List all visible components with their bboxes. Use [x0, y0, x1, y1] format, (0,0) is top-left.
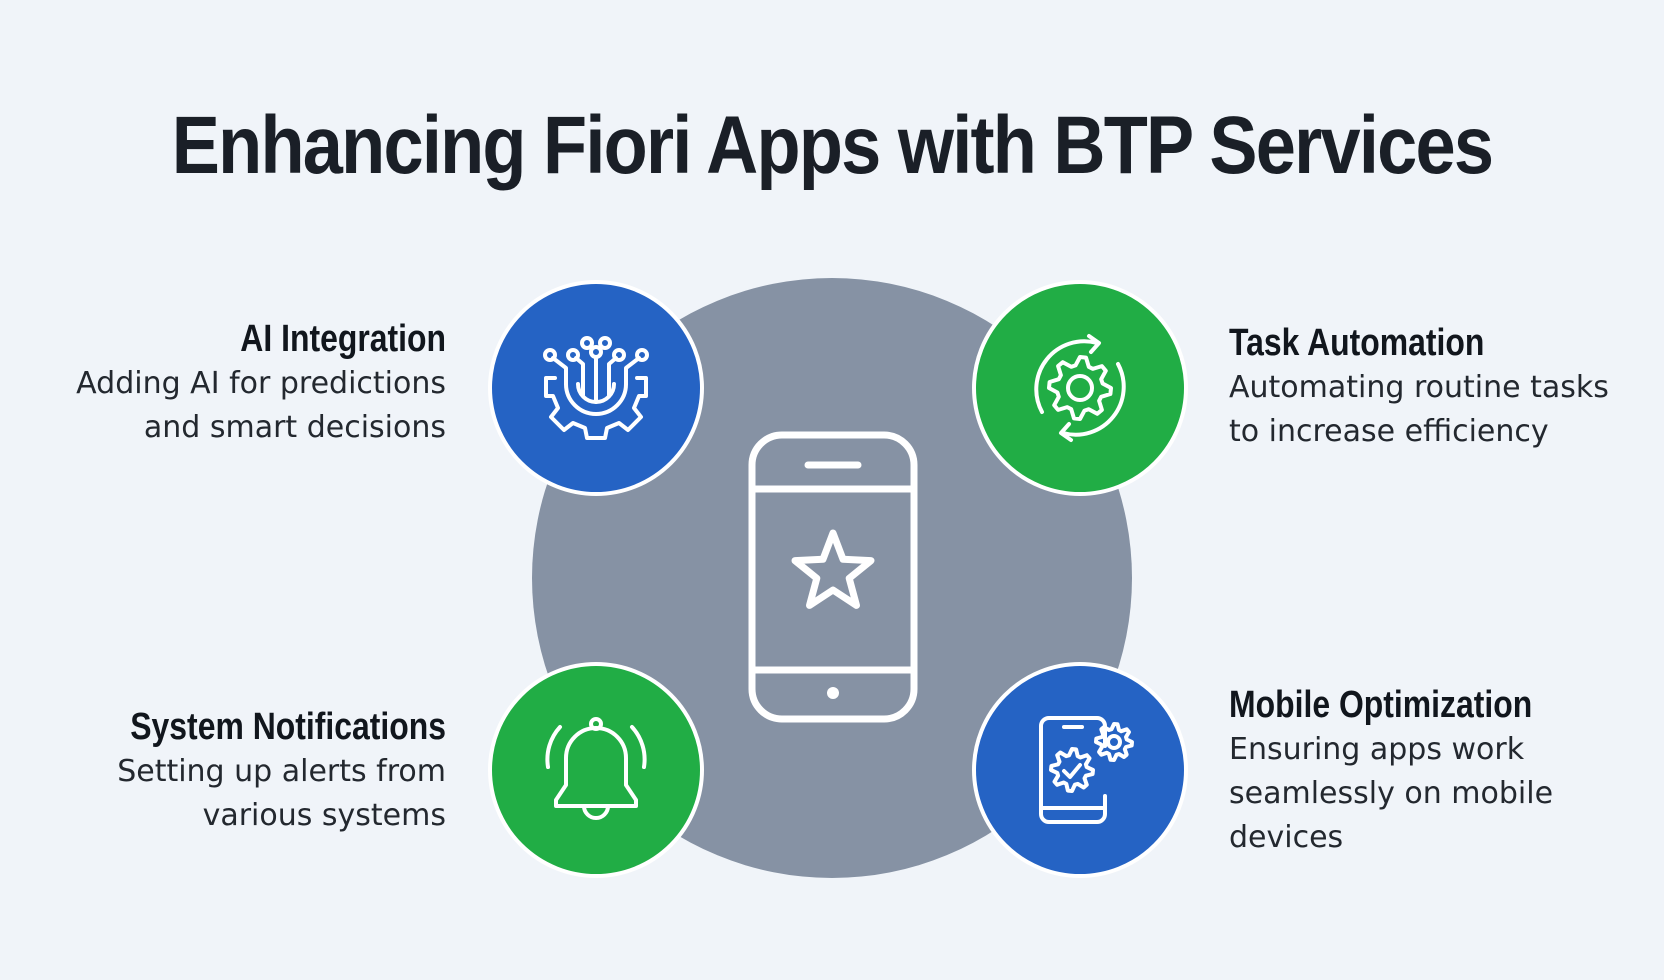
- ai-integration-text: AI Integration Adding AI for predictions…: [26, 316, 446, 450]
- system-notifications-text: System Notifications Setting up alerts f…: [26, 704, 446, 838]
- mobile-optimization-description: Ensuring apps work seamlessly on mobile …: [1229, 732, 1554, 855]
- system-notifications-heading: System Notifications: [130, 706, 446, 748]
- ai-integration-description: Adding AI for predictions and smart deci…: [76, 366, 446, 445]
- mobile-optimization-node: [972, 662, 1188, 878]
- task-automation-heading: Task Automation: [1229, 322, 1485, 364]
- system-notifications-node: [488, 662, 704, 878]
- task-automation-node: [972, 280, 1188, 496]
- task-automation-description: Automating routine tasks to increase eff…: [1229, 370, 1609, 449]
- ai-integration-heading: AI Integration: [240, 318, 446, 360]
- ai-integration-node: [488, 280, 704, 496]
- bell-icon: [545, 717, 647, 820]
- system-notifications-description: Setting up alerts from various systems: [117, 754, 446, 833]
- mobile-optimization-heading: Mobile Optimization: [1229, 684, 1533, 726]
- mobile-optimization-text: Mobile Optimization Ensuring apps work s…: [1229, 682, 1649, 860]
- ai-circuit-gear-icon: [543, 336, 649, 440]
- page-title: Enhancing Fiori Apps with BTP Services: [171, 100, 1494, 191]
- gear-cycle-icon: [1034, 334, 1126, 442]
- mobile-gears-icon: [1039, 716, 1134, 824]
- task-automation-text: Task Automation Automating routine tasks…: [1229, 320, 1649, 454]
- smartphone-star-icon: [748, 431, 918, 723]
